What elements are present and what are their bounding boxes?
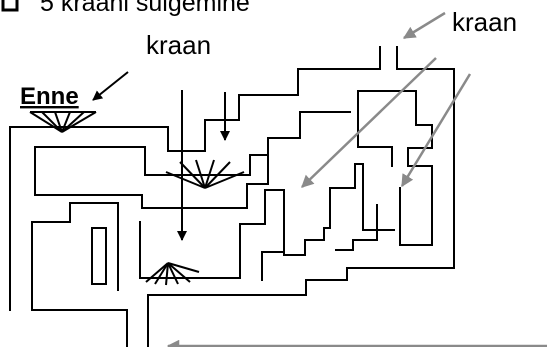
pipe-block — [91, 227, 107, 285]
label-kraan-middle: kraan — [146, 30, 211, 60]
pipe-wall — [283, 163, 395, 256]
label-enne: Enne — [20, 83, 79, 110]
pipe-wall — [34, 111, 351, 209]
pipe-wall — [357, 90, 393, 167]
pointer-arrow-icon — [402, 11, 446, 40]
label-kraan-top-right: kraan — [452, 7, 517, 37]
checkbox-square-icon — [1, 0, 19, 12]
pointer-arrow-icon — [400, 73, 472, 188]
pipe-wall — [335, 204, 378, 251]
pipe-wall — [139, 189, 285, 281]
arrow-enne-icon — [92, 71, 129, 101]
valve-fan-icon — [165, 159, 245, 189]
pipe-wall — [34, 146, 269, 176]
page-title: 5 kraani sulgemine — [40, 0, 250, 17]
pipe-wall — [31, 202, 119, 291]
pipe-wall — [9, 46, 381, 311]
pipe-wall — [31, 221, 128, 347]
pipe-wall — [357, 90, 433, 246]
pointer-arrow-icon — [301, 57, 437, 188]
valve-fan-icon — [29, 111, 97, 133]
valve-fan-icon — [145, 262, 200, 286]
